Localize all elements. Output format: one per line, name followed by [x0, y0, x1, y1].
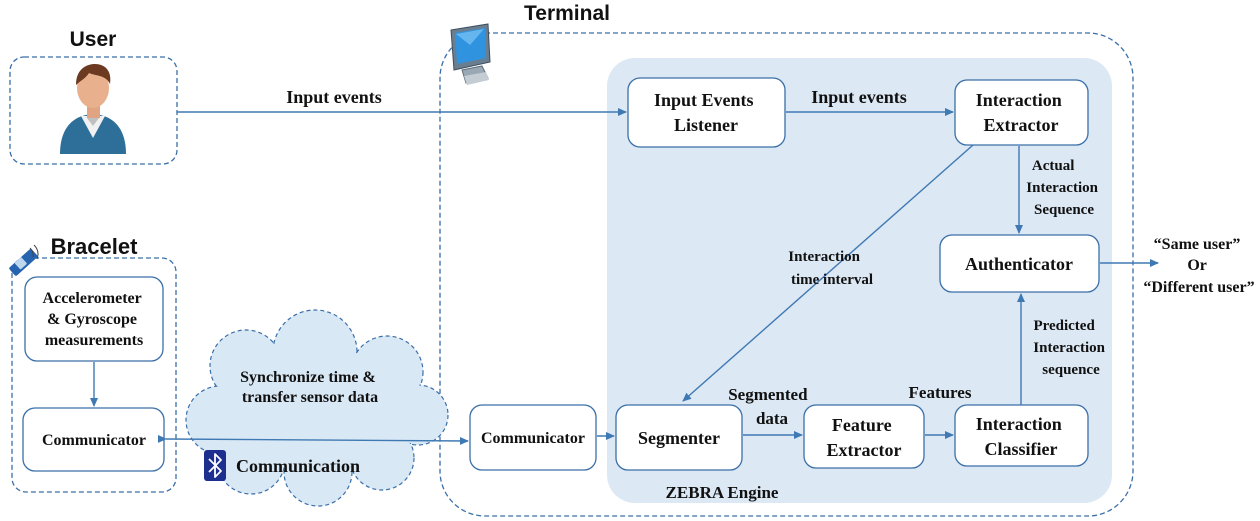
predicted-interaction-sequence-label: Predicted Interaction sequence — [1033, 318, 1108, 378]
cloud-text: Synchronize time & transfer sensor data — [240, 369, 380, 406]
interaction-classifier-box: Interaction Classifier — [954, 404, 1089, 467]
segmenter-box: Segmenter — [615, 404, 743, 471]
arrow-bidirectional-communicators — [157, 434, 469, 445]
svg-text:Interaction Classifier: Interaction Classifier — [976, 414, 1066, 459]
user-header: User — [70, 28, 117, 51]
communication-label: Communication — [236, 456, 360, 476]
terminal-header: Terminal — [524, 2, 610, 25]
svg-text:Feature Extractor: Feature Extractor — [827, 415, 902, 460]
user-container — [9, 56, 178, 165]
svg-text:Accelerometer & Gyroscop: Accelerometer & Gyroscope measurements — [43, 290, 146, 349]
bluetooth-icon — [204, 450, 226, 481]
actual-interaction-sequence-label: Actual Interaction Sequence — [1026, 158, 1101, 218]
zebra-engine-label: ZEBRA Engine — [666, 483, 779, 502]
bracelet-header: Bracelet — [51, 234, 139, 259]
bracelet-icon — [9, 244, 39, 276]
terminal-communicator-box: Communicator — [469, 404, 597, 471]
bracelet-container — [11, 257, 177, 493]
interaction-time-interval-label: Interaction time interval — [788, 249, 873, 288]
segmented-data-label: Segmented data — [728, 385, 812, 428]
arrow-extractor-to-segmenter — [682, 144, 974, 402]
input-events-internal-label: Input events — [811, 87, 907, 107]
input-events-listener-box: Input Events Listener — [627, 77, 786, 148]
svg-text:Interaction Extractor: Interaction Extractor — [976, 90, 1066, 135]
svg-text:Segmenter: Segmenter — [638, 428, 720, 448]
monitor-icon — [450, 23, 491, 85]
user-avatar-icon — [60, 64, 126, 154]
interaction-extractor-box: Interaction Extractor — [954, 79, 1089, 146]
bracelet-communicator-box: Communicator — [22, 407, 165, 472]
svg-text:Input Events Listener: Input Events Listener — [654, 90, 758, 135]
zebra-engine-region — [607, 58, 1112, 503]
output-label: “Same user” Or “Different user” — [1143, 236, 1254, 296]
svg-text:Communicator: Communicator — [481, 430, 585, 447]
sensor-measurements-box: Accelerometer & Gyroscope measurements — [24, 276, 164, 362]
features-label: Features — [909, 383, 972, 402]
svg-text:Communicator: Communicator — [42, 432, 146, 449]
feature-extractor-box: Feature Extractor — [803, 404, 925, 469]
authenticator-box: Authenticator — [939, 234, 1100, 293]
svg-text:Authenticator: Authenticator — [965, 254, 1073, 274]
input-events-user-label: Input events — [286, 87, 382, 107]
